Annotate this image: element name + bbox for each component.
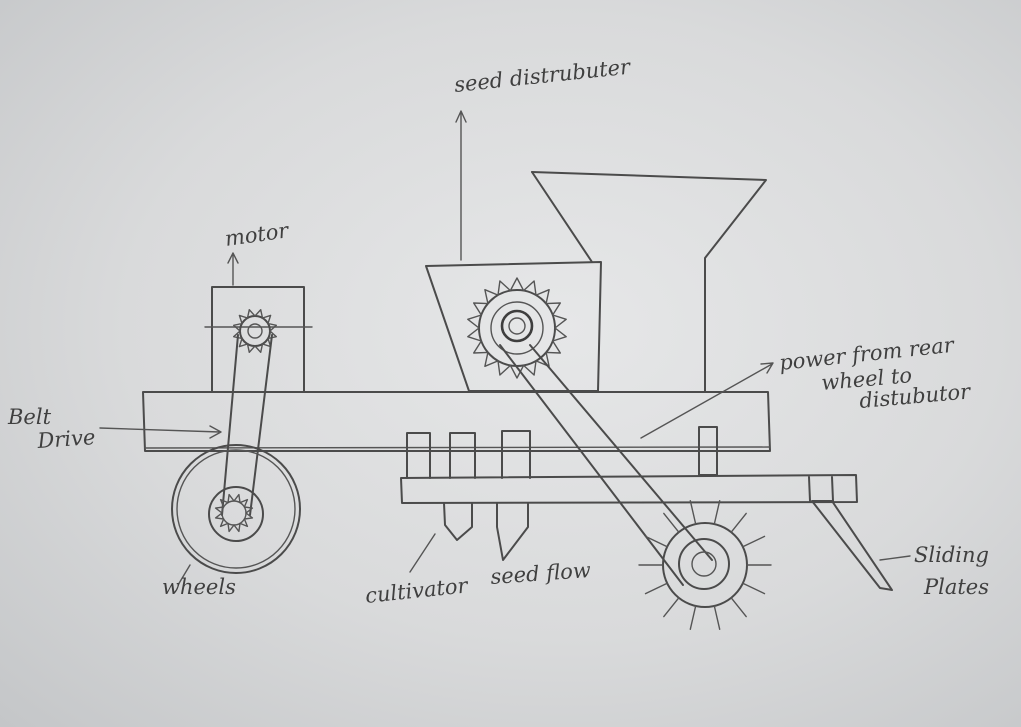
label-wheels: wheels: [162, 575, 236, 599]
label-seed-flow: seed flow: [490, 558, 592, 589]
label-belt-line2: Drive: [36, 425, 96, 453]
label-sliding-line2: Plates: [923, 575, 989, 599]
sliding-plate: [812, 501, 892, 590]
label-sliding-line1: Sliding: [914, 543, 989, 567]
motor-housing: [212, 287, 304, 392]
seed-distributor-arrow: [456, 111, 466, 260]
distributor-gear: [468, 278, 566, 378]
label-motor: motor: [223, 218, 291, 251]
cultivator-shoes: [444, 503, 528, 560]
tool-bar: [401, 475, 857, 503]
belt-drive-arrow: [100, 426, 221, 438]
main-frame: [143, 392, 770, 451]
sliding-plates-arrow: [880, 556, 910, 560]
rear-wheel: [639, 501, 771, 630]
label-seed-distributor: seed distrubuter: [453, 54, 633, 97]
motor-arrow: [228, 253, 238, 285]
label-cultivator: cultivator: [364, 573, 471, 608]
hopper: [532, 172, 766, 391]
cultivator-tines: [407, 431, 530, 478]
label-belt-line1: Belt: [7, 405, 52, 429]
distributor-chain: [500, 345, 712, 585]
front-wheel: [172, 445, 300, 573]
cultivator-leader: [410, 534, 435, 572]
